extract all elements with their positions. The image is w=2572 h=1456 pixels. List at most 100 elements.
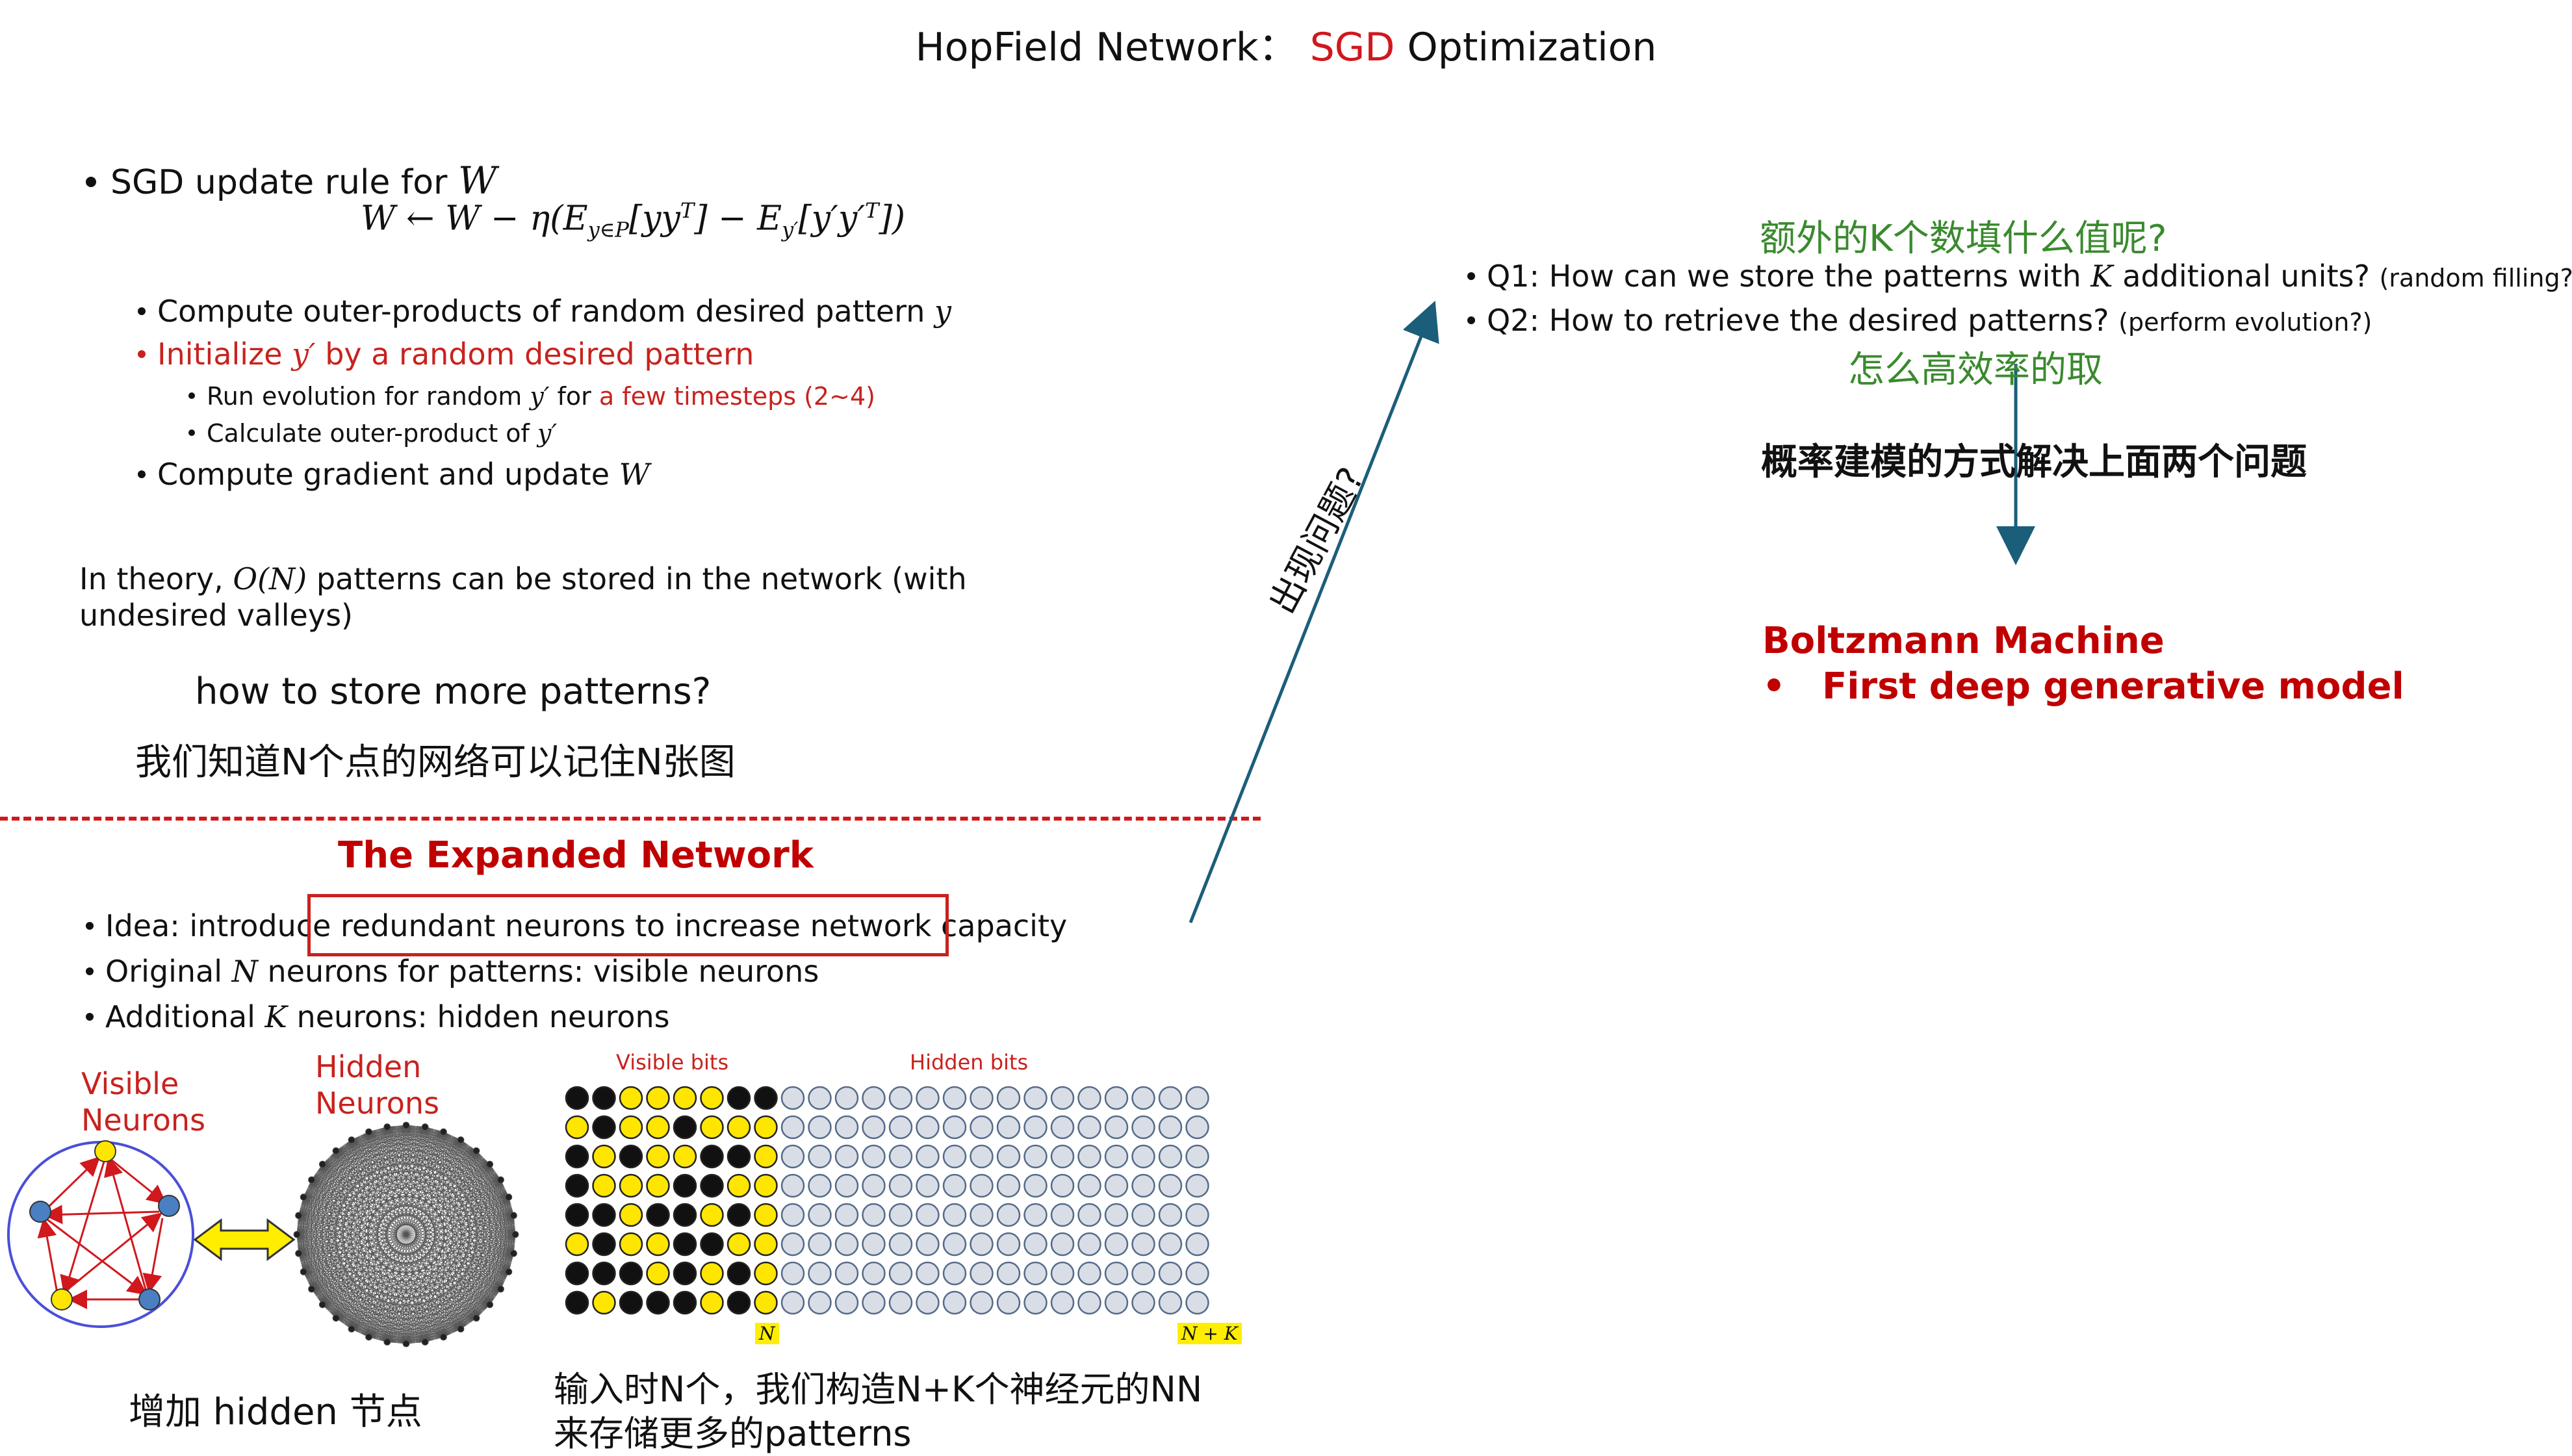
hidden-bit (1077, 1232, 1101, 1257)
hidden-bit (996, 1261, 1021, 1286)
visible-node (29, 1201, 51, 1223)
visible-bit (673, 1290, 697, 1315)
hidden-bit (862, 1203, 886, 1227)
hidden-bit (834, 1144, 859, 1169)
hidden-node (457, 1325, 465, 1333)
hidden-bit (808, 1144, 832, 1169)
hidden-bit (1077, 1086, 1101, 1110)
hidden-bit (780, 1115, 805, 1140)
visible-bit (565, 1115, 589, 1140)
visible-bit (700, 1173, 724, 1198)
hidden-bit (1131, 1261, 1155, 1286)
hidden-bit (1158, 1173, 1183, 1198)
hidden-node (332, 1147, 340, 1155)
visible-bit (646, 1203, 670, 1227)
expanded-bullet-3: Additional K neurons: hidden neurons (86, 999, 670, 1034)
hidden-bit (834, 1290, 859, 1315)
hidden-bit (1158, 1261, 1183, 1286)
hidden-bit (1050, 1290, 1075, 1315)
hidden-node (402, 1340, 410, 1347)
q1-line: Q1: How can we store the patterns with K… (1467, 259, 2572, 294)
visible-node (51, 1288, 73, 1310)
visible-bit (700, 1232, 724, 1257)
hidden-bit (1104, 1086, 1129, 1110)
hidden-bit (1050, 1232, 1075, 1257)
hidden-node (348, 1136, 355, 1143)
hidden-bit (916, 1261, 940, 1286)
hidden-node (300, 1268, 307, 1275)
hidden-node (440, 1333, 447, 1341)
visible-bit (673, 1086, 697, 1110)
hidden-bit (1158, 1144, 1183, 1169)
hidden-node (293, 1231, 301, 1238)
page-title: HopField Network： SGD Optimization (0, 16, 2572, 72)
visible-bit (673, 1261, 697, 1286)
hidden-bit (1104, 1115, 1129, 1140)
hidden-bit (1185, 1115, 1209, 1140)
hidden-bit (970, 1261, 994, 1286)
caption-right-1: 输入时N个，我们构造N+K个神经元的NN (554, 1369, 1203, 1410)
caption-left: 增加 hidden 节点 (129, 1391, 422, 1433)
title-accent: SGD (1309, 25, 1395, 70)
hidden-bit (780, 1086, 805, 1110)
visible-bit (592, 1261, 616, 1286)
visible-bit (700, 1203, 724, 1227)
hidden-bit (916, 1144, 940, 1169)
hidden-bit (1077, 1290, 1101, 1315)
tag-n-plus-k: N + K (1177, 1323, 1242, 1344)
visible-bit (673, 1115, 697, 1140)
visible-bit (619, 1261, 643, 1286)
visible-bit (619, 1144, 643, 1169)
grid-visible-caption: Visible bits (616, 1050, 729, 1075)
theory-line-1: In theory, O(N) patterns can be stored i… (79, 561, 967, 596)
hidden-bit (1050, 1115, 1075, 1140)
visible-edges (37, 1155, 167, 1309)
visible-bit (592, 1203, 616, 1227)
hidden-bit (1077, 1261, 1101, 1286)
hidden-bit (1104, 1232, 1129, 1257)
visible-bit (673, 1232, 697, 1257)
hidden-node (300, 1194, 307, 1201)
visible-bit (700, 1290, 724, 1315)
visible-bit (646, 1232, 670, 1257)
visible-bit (646, 1144, 670, 1169)
hidden-bit (996, 1173, 1021, 1198)
hidden-bit (942, 1232, 967, 1257)
hidden-network-mesh (293, 1121, 519, 1347)
hidden-bit (834, 1086, 859, 1110)
hidden-bit (996, 1232, 1021, 1257)
hidden-node (295, 1212, 302, 1220)
visible-bit (592, 1115, 616, 1140)
hidden-bit (1050, 1203, 1075, 1227)
hidden-bit (862, 1115, 886, 1140)
hidden-bit (862, 1290, 886, 1315)
hidden-bit (1158, 1232, 1183, 1257)
cn-main: 概率建模的方式解决上面两个问题 (1761, 441, 2307, 483)
diagonal-arrow (1189, 300, 1439, 923)
hidden-node (511, 1231, 519, 1238)
expanded-bullet-2: Original N neurons for patterns: visible… (86, 954, 819, 989)
visible-bit (700, 1144, 724, 1169)
hidden-bit (834, 1203, 859, 1227)
hidden-bit (916, 1232, 940, 1257)
hidden-bit (888, 1261, 913, 1286)
visible-bit (619, 1203, 643, 1227)
hidden-bit (942, 1261, 967, 1286)
visible-bit (754, 1203, 778, 1227)
hidden-node (510, 1212, 517, 1220)
section-divider (0, 817, 1261, 821)
hidden-node (472, 1147, 480, 1155)
hidden-bit (808, 1115, 832, 1140)
hidden-bit (970, 1144, 994, 1169)
hidden-bit (996, 1144, 1021, 1169)
hidden-bit (834, 1261, 859, 1286)
visible-bit (565, 1173, 589, 1198)
hidden-bit (1131, 1173, 1155, 1198)
hidden-bit (888, 1086, 913, 1110)
hidden-bit (996, 1203, 1021, 1227)
question-text: how to store more patterns? (195, 671, 712, 713)
hidden-bit (1158, 1203, 1183, 1227)
hidden-node (365, 1333, 372, 1341)
hidden-node (440, 1128, 447, 1136)
